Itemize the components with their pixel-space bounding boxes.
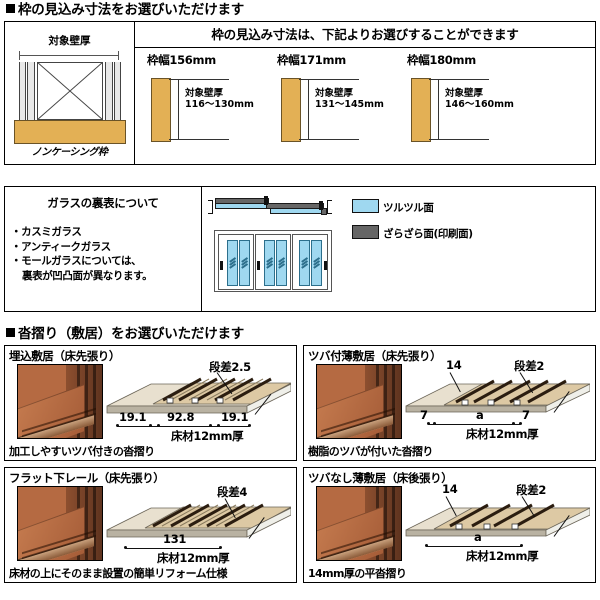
glass-pane bbox=[264, 240, 275, 286]
frame-bar bbox=[411, 78, 431, 142]
section3-heading: 沓摺り（敷居）をお選びいただけます bbox=[4, 326, 596, 342]
door-leaf bbox=[218, 234, 254, 290]
dim-floor: 床材12mm厚 bbox=[171, 429, 244, 443]
dim-center: a bbox=[476, 408, 484, 422]
glass-pane bbox=[311, 240, 322, 286]
dim-right: 7 bbox=[522, 408, 530, 422]
wall-range-156: 対象壁厚 116〜130mm bbox=[185, 88, 254, 110]
dim-step: 段差2 bbox=[516, 483, 547, 497]
frame-width-options: 枠の見込み寸法は、下記よりお選びすることができます 枠幅156mm 対象壁厚 1… bbox=[135, 22, 595, 164]
glass-notes: ガラスの裏表について ・カスミガラス ・アンティークガラス ・モールガラスについ… bbox=[5, 187, 202, 311]
list-item: ・アンティークガラス bbox=[11, 240, 111, 253]
bullet-square-icon bbox=[6, 4, 15, 13]
bullet-square-icon bbox=[6, 328, 15, 337]
dim-step: 段差2 bbox=[514, 359, 545, 373]
list-item: ・モールガラスについては、 bbox=[11, 255, 142, 267]
wall-range-180: 対象壁厚 146〜160mm bbox=[445, 88, 514, 110]
section1-heading: 枠の見込み寸法をお選びいただけます bbox=[4, 2, 596, 18]
section-glass-orientation: ガラスの裏表について ・カスミガラス ・アンティークガラス ・モールガラスについ… bbox=[4, 186, 596, 312]
glass-pane bbox=[299, 240, 310, 286]
threshold-section-drawing: 段差2.5 19.1 92.8 19.1 床材12mm厚 bbox=[105, 360, 294, 444]
door-leaf bbox=[255, 234, 291, 290]
threshold-cell-embedded: 埋込敷居（床先張り） bbox=[4, 345, 297, 461]
list-item: 裏表が凹凸面が異なります。 bbox=[22, 269, 153, 282]
dim-center: 92.8 bbox=[167, 410, 195, 424]
legend-rough: ざらざら面(印刷面) bbox=[352, 225, 473, 241]
threshold-section-drawing: 段差4 131 床材12mm厚 bbox=[105, 482, 294, 566]
section-frame-depth: 枠の見込み寸法をお選びいただけます 対象壁厚 bbox=[4, 2, 596, 165]
iso-drawing bbox=[405, 379, 591, 413]
dim-left: 19.1 bbox=[119, 410, 147, 424]
frame-option-156: 枠幅156mm 対象壁厚 116〜130mm bbox=[147, 52, 254, 142]
dim-floor: 床材12mm厚 bbox=[466, 427, 539, 441]
threshold-photo bbox=[17, 364, 103, 439]
frame-option-180: 枠幅180mm 対象壁厚 146〜160mm bbox=[407, 52, 514, 142]
dim-floor: 床材12mm厚 bbox=[157, 551, 230, 565]
threshold-cell-flangeless: ツバなし薄敷居（床後張り） bbox=[303, 467, 596, 583]
non-casing-frame-label: ノンケーシング枠 bbox=[31, 147, 108, 158]
sliding-door-elevation bbox=[214, 230, 332, 292]
dim-step: 段差4 bbox=[217, 485, 248, 499]
iso-drawing bbox=[405, 503, 591, 537]
frame-bar bbox=[151, 78, 171, 142]
dim-center: a bbox=[474, 530, 482, 544]
dim-step: 段差2.5 bbox=[209, 360, 251, 374]
dim-floor: 床材12mm厚 bbox=[466, 549, 539, 563]
glass-notes-title: ガラスの裏表について bbox=[47, 196, 159, 210]
wall-thickness-label: 対象壁厚 bbox=[48, 35, 91, 47]
iso-drawing bbox=[106, 503, 292, 538]
threshold-section-drawing: 14 段差2 7 a 7 床材12mm厚 bbox=[404, 358, 593, 444]
threshold-photo bbox=[316, 364, 402, 439]
threshold-options-grid: 埋込敷居（床先張り） bbox=[4, 345, 596, 583]
threshold-photo bbox=[17, 486, 103, 561]
glass-pane bbox=[239, 240, 250, 286]
door-leaf bbox=[292, 234, 328, 290]
dim-left: 7 bbox=[420, 408, 428, 422]
wall-section-diagram: 対象壁厚 ノンケーシング枠 bbox=[5, 22, 135, 164]
wall-range-171: 対象壁厚 131〜145mm bbox=[315, 88, 384, 110]
list-item: ・カスミガラス bbox=[11, 226, 82, 238]
legend-smooth: ツルツル面 bbox=[352, 199, 434, 215]
threshold-photo bbox=[316, 486, 402, 561]
dim-top: 14 bbox=[442, 482, 458, 496]
glass-diagram-area: ツルツル面 ざらざら面(印刷面) bbox=[202, 187, 595, 311]
section-threshold: 沓摺り（敷居）をお選びいただけます 埋込敷居（床先張り） bbox=[4, 326, 596, 583]
glass-pane bbox=[227, 240, 238, 286]
dim-center: 131 bbox=[163, 532, 187, 546]
brace-graphic bbox=[37, 62, 103, 120]
frame-width-options-title: 枠の見込み寸法は、下記よりお選びすることができます bbox=[135, 22, 595, 48]
frame-option-171: 枠幅171mm 対象壁厚 131〜145mm bbox=[277, 52, 384, 142]
threshold-cell-thin-flanged: ツバ付薄敷居（床先張り） bbox=[303, 345, 596, 461]
frame-bar bbox=[281, 78, 301, 142]
legend-swatch-rough bbox=[352, 225, 379, 239]
glass-pane bbox=[276, 240, 287, 286]
glass-notes-list: ・カスミガラス ・アンティークガラス ・モールガラスについては、 裏表が凹凸面が… bbox=[11, 225, 195, 283]
threshold-cell-flat-rail: フラット下レール（床先張り） bbox=[4, 467, 297, 583]
section1-body: 対象壁厚 ノンケーシング枠 bbox=[4, 21, 596, 165]
legend-swatch-smooth bbox=[352, 199, 379, 213]
threshold-section-drawing: 14 段差2 a 床材12mm厚 bbox=[404, 482, 593, 566]
dim-top: 14 bbox=[446, 358, 462, 372]
dim-right: 19.1 bbox=[221, 410, 249, 424]
